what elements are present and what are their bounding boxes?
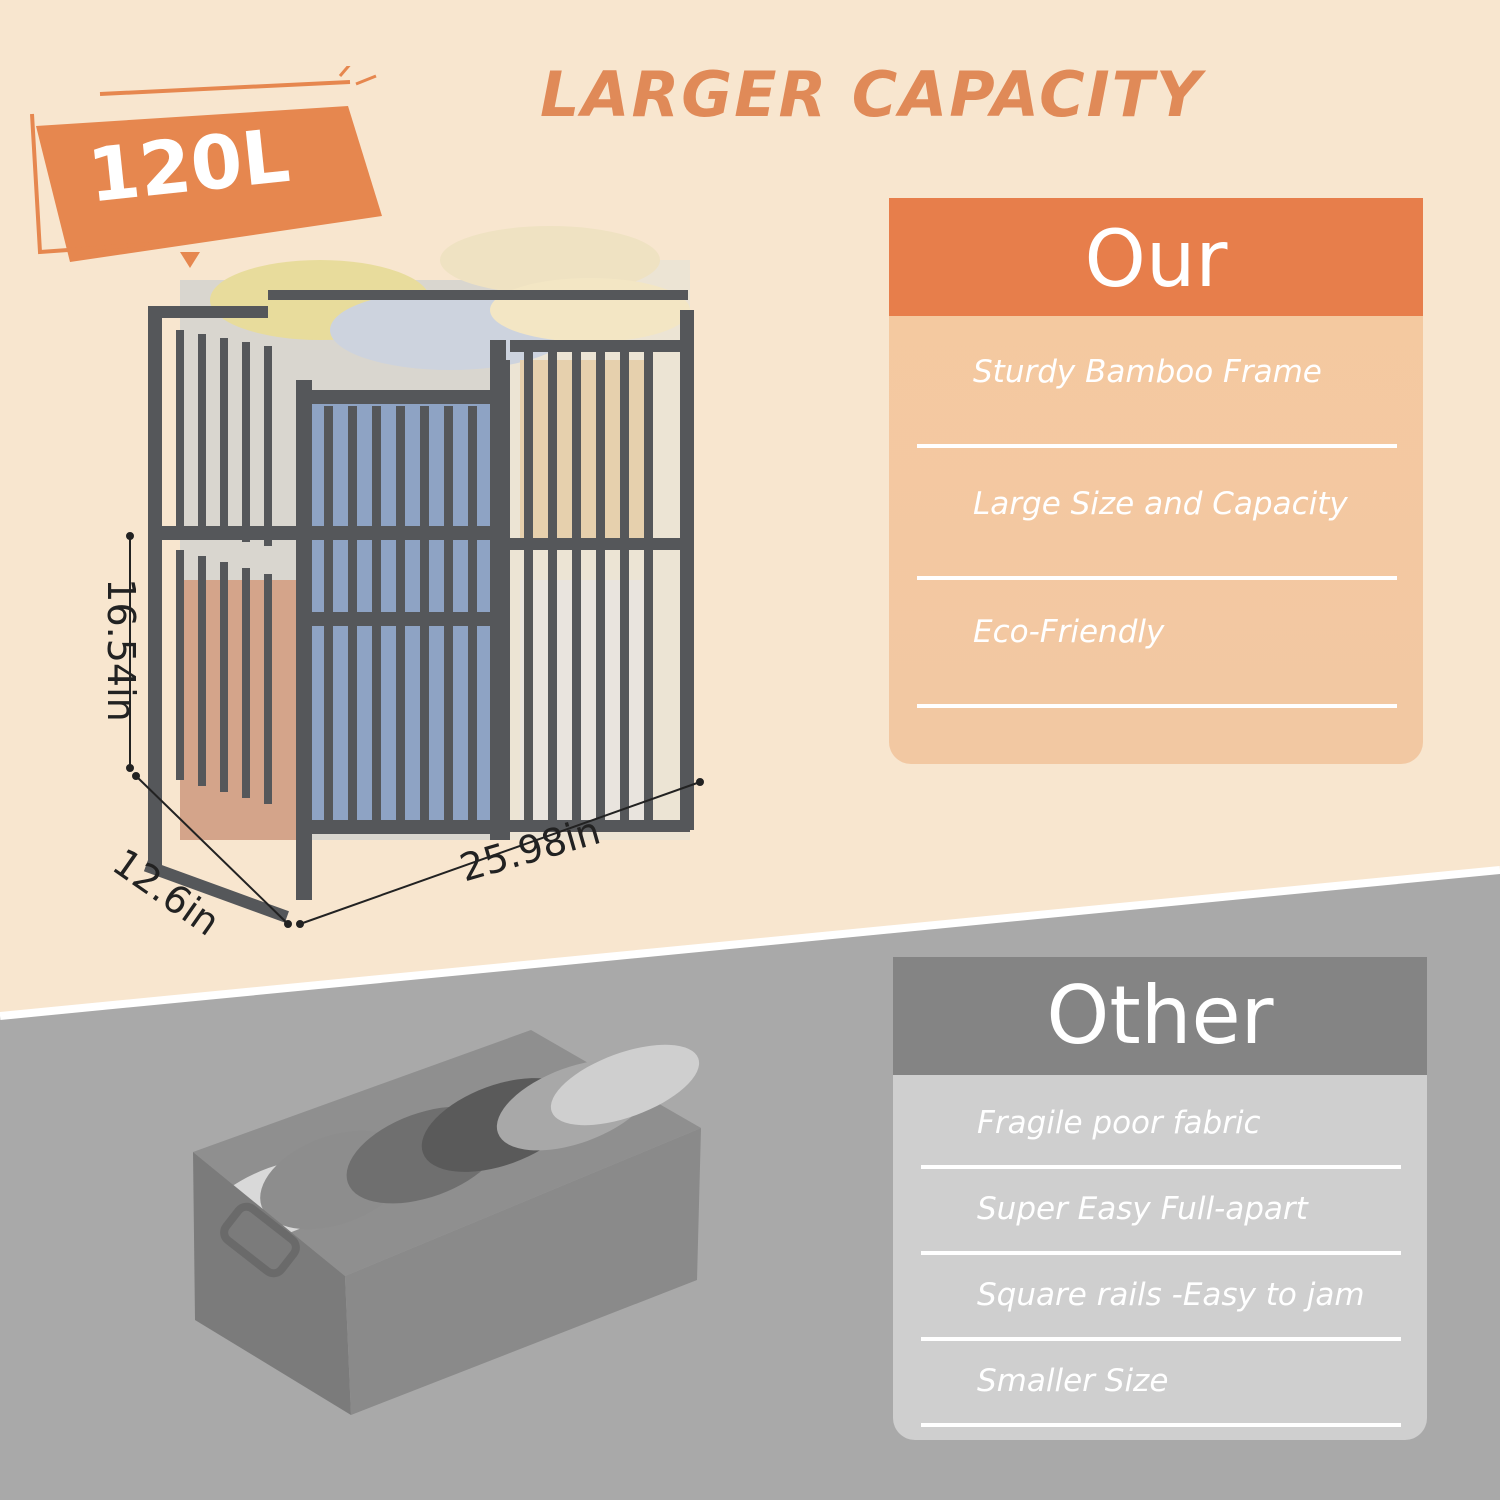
other-feature-item: Fragile poor fabric <box>921 1079 1401 1169</box>
other-feature-label: Super Easy Full-apart <box>977 1191 1308 1227</box>
bamboo-organizer-image <box>126 226 704 928</box>
other-feature-item: Square rails -Easy to jam <box>921 1251 1401 1341</box>
our-feature-item: Sturdy Bamboo Frame <box>917 316 1397 448</box>
our-feature-item: Large Size and Capacity <box>917 448 1397 580</box>
fabric-bin-image <box>193 1030 701 1415</box>
other-feature-label: Smaller Size <box>977 1363 1169 1399</box>
our-panel-title: Our <box>889 198 1423 316</box>
other-comparison-panel: Other Fragile poor fabric Super Easy Ful… <box>893 957 1427 1440</box>
height-dimension: 16.54in <box>99 578 143 722</box>
other-feature-item: Smaller Size <box>921 1337 1401 1427</box>
other-feature-label: Square rails -Easy to jam <box>977 1277 1365 1313</box>
headline: LARGER CAPACITY <box>540 58 1203 131</box>
other-panel-title: Other <box>893 957 1427 1075</box>
our-feature-item: Eco-Friendly <box>917 576 1397 708</box>
our-feature-label: Large Size and Capacity <box>973 486 1348 522</box>
other-feature-label: Fragile poor fabric <box>977 1105 1261 1141</box>
other-feature-item: Super Easy Full-apart <box>921 1165 1401 1255</box>
our-feature-label: Sturdy Bamboo Frame <box>973 354 1322 390</box>
our-feature-label: Eco-Friendly <box>973 614 1165 650</box>
our-comparison-panel: Our Sturdy Bamboo Frame Large Size and C… <box>889 198 1423 764</box>
